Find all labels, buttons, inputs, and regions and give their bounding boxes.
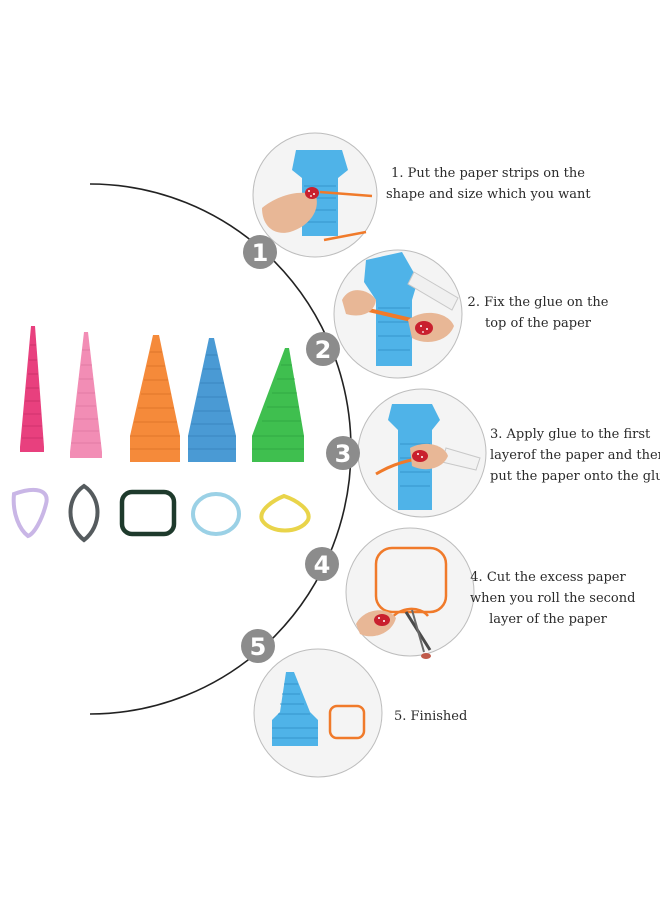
step-3-badge: 3 <box>326 436 360 470</box>
step-2-line-1: 2. Fix the glue on the <box>467 295 609 310</box>
step-4-line-2: when you roll the second <box>470 591 636 606</box>
step-1-badge: 1 <box>243 235 277 269</box>
step-4-badge: 4 <box>305 547 339 581</box>
step-4-description: 4. Cut the excess paper when you roll th… <box>470 567 636 630</box>
ring-eye <box>68 483 100 543</box>
ring-oval <box>191 492 241 536</box>
step-4-photo <box>345 527 475 659</box>
step-4-line-1: 4. Cut the excess paper <box>470 570 626 585</box>
tower-pink <box>70 332 102 458</box>
step-1-number: 1 <box>252 239 269 267</box>
step-3-line-3: put the paper onto the glue <box>490 469 660 484</box>
step-5-badge: 5 <box>241 629 275 663</box>
step-2-description: 2. Fix the glue on the top of the paper <box>466 292 610 334</box>
step-3-photo <box>357 388 487 518</box>
step-4-line-3: layer of the paper <box>489 612 607 627</box>
step-2-badge: 2 <box>306 332 340 366</box>
tower-blue <box>188 338 236 462</box>
step-3-description: 3. Apply glue to the first layerof the p… <box>490 424 660 487</box>
tower-green <box>252 348 304 462</box>
step-5-photo <box>253 648 383 778</box>
step-1-description: 1. Put the paper strips on the shape and… <box>386 163 591 205</box>
step-3-line-1: 3. Apply glue to the first <box>490 427 651 442</box>
step-2-line-2: top of the paper <box>485 316 591 331</box>
paper-rings <box>11 483 311 543</box>
step-1-photo <box>252 132 378 258</box>
tower-orange <box>130 335 180 462</box>
step-1-line-2: shape and size which you want <box>386 187 591 202</box>
ring-triangle <box>259 493 311 533</box>
step-1-line-1: 1. Put the paper strips on the <box>391 166 585 181</box>
step-3-number: 3 <box>335 440 352 468</box>
ring-teardrop <box>11 487 49 539</box>
step-5-description: 5. Finished <box>394 706 474 727</box>
step-badges: 1 2 3 4 5 <box>241 235 360 663</box>
step-3-line-2: layerof the paper and then <box>490 448 660 463</box>
step-5-line-1: 5. Finished <box>394 709 468 724</box>
step-4-number: 4 <box>314 551 331 579</box>
ring-rounded-square <box>119 489 177 537</box>
step-5-number: 5 <box>250 633 267 661</box>
step-2-photo <box>333 249 463 379</box>
quilling-towers <box>20 326 304 462</box>
step-2-number: 2 <box>315 336 332 364</box>
tower-magenta <box>20 326 44 452</box>
